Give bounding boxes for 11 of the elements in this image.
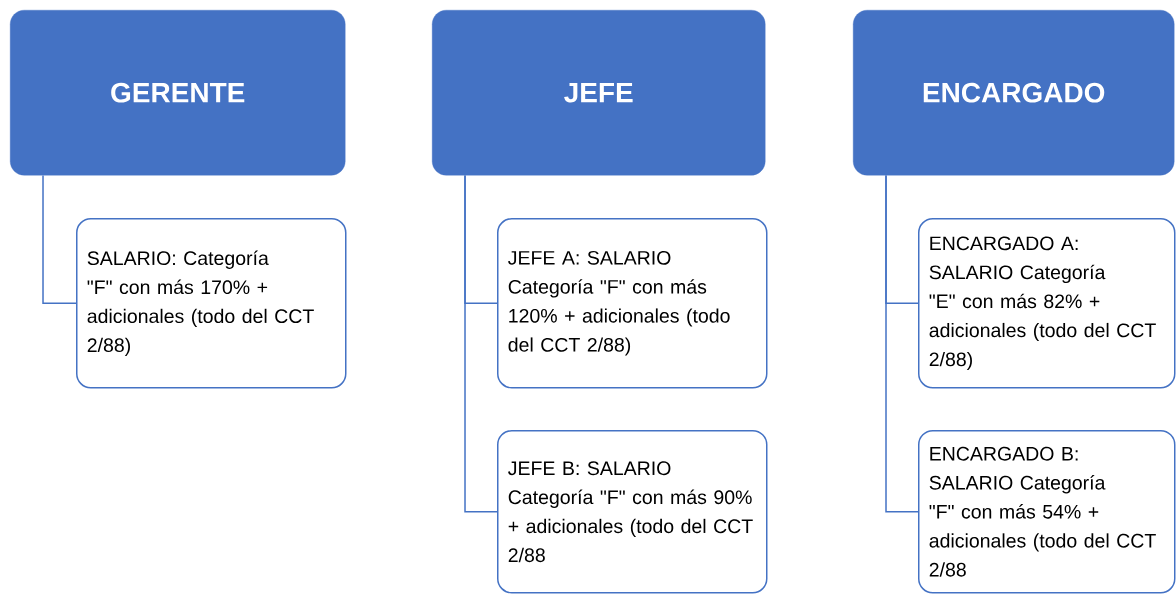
salary-box: JEFE B: SALARIO Categoría "F" con más 90% + adicionales (todo del CCT 2/88 xyxy=(497,430,768,594)
salary-box: ENCARGADO A: SALARIO Categoría "E" con más 82% + adicionales (todo del CCT 2/88) xyxy=(918,218,1176,389)
title-box: GERENTE xyxy=(10,10,346,176)
salary-box: SALARIO: Categoría "F" con más 170% + adicionales (todo del CCT 2/88) xyxy=(76,218,347,389)
connector-line xyxy=(464,174,498,513)
salary-box: JEFE A: SALARIO Categoría "F" con más 120% + adicionales (todo del CCT 2/88) xyxy=(497,218,768,389)
salary-box: ENCARGADO B: SALARIO Categoría "F" con más 54% + adicionales (todo del CCT 2/88 xyxy=(918,430,1176,594)
connector-line xyxy=(42,174,77,304)
title-box: ENCARGADO xyxy=(853,10,1175,176)
connector-line xyxy=(885,174,919,513)
title-box: JEFE xyxy=(432,10,766,176)
